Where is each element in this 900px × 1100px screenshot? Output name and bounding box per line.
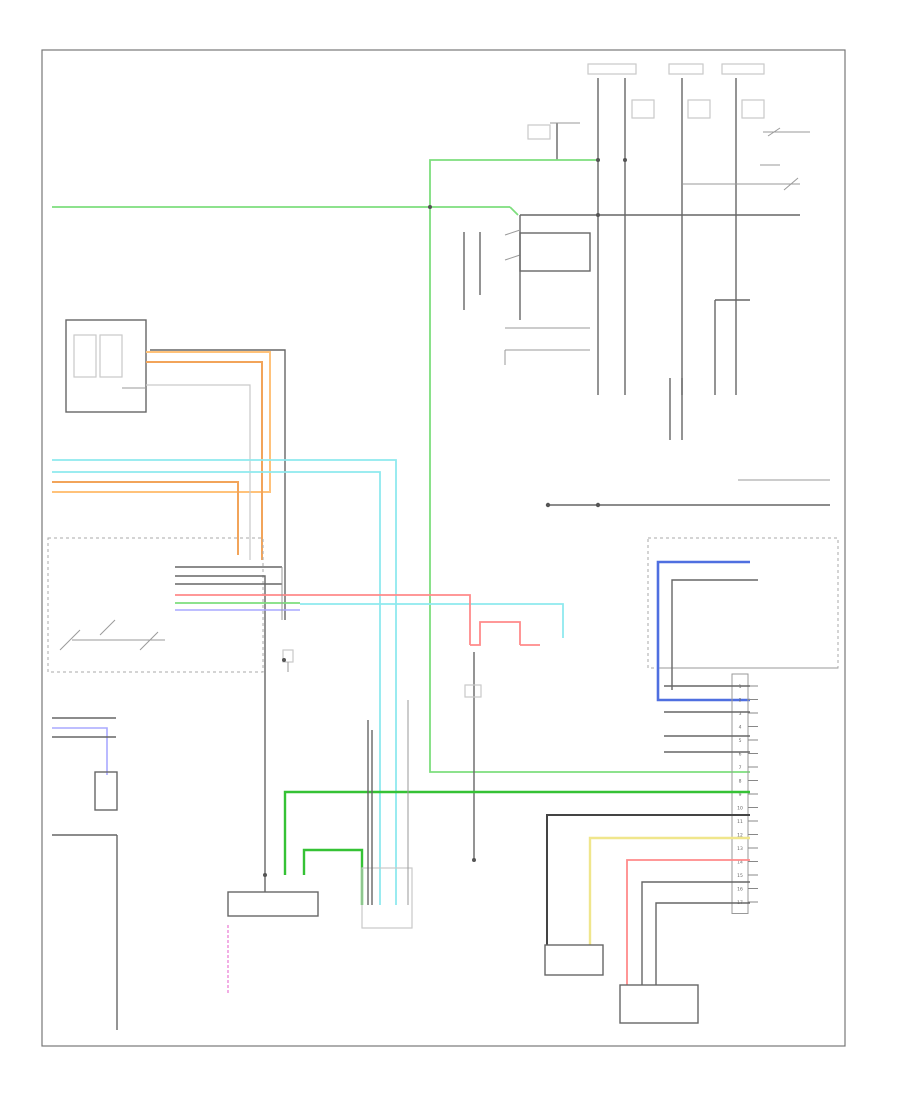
connector-pin-7: 7 (739, 765, 742, 771)
connector-pin-5: 5 (739, 738, 742, 744)
left-module-wires (175, 566, 471, 875)
center-ground-module (282, 649, 294, 672)
lower-connector-module (361, 700, 413, 929)
diagram-frame (41, 49, 846, 1047)
right-bus (504, 299, 830, 506)
connector-pin-15: 15 (737, 873, 743, 879)
cyan-wires (52, 459, 564, 905)
hot-at-all-times-feeds (587, 63, 765, 395)
connector-pin-10: 10 (737, 806, 743, 812)
connector-pin-14: 14 (737, 860, 743, 866)
connector-pin-3: 3 (739, 711, 742, 717)
connector-pin-13: 13 (737, 846, 743, 852)
connector-pin-4: 4 (739, 725, 742, 731)
mid-sensor (464, 621, 540, 860)
top-left-sensor-module (65, 319, 147, 413)
connector-pin-1: 1 (739, 684, 742, 690)
left-switch-module (47, 537, 264, 673)
connector-pin-6: 6 (739, 752, 742, 758)
green-wire-top (52, 159, 750, 773)
blue-wires (656, 560, 758, 702)
right-control-module (647, 537, 839, 669)
splice-dots (263, 158, 627, 877)
connector-pin-12: 12 (737, 833, 743, 839)
upper-relay-block (463, 122, 800, 320)
connector-pin-11: 11 (737, 819, 743, 825)
connector-pin-9: 9 (739, 792, 742, 798)
left-lower-sensor (52, 717, 118, 1030)
lower-mid-module (227, 875, 319, 995)
orange-wires (52, 349, 286, 620)
connector-pin-8: 8 (739, 779, 742, 785)
connector-pin-2: 2 (739, 698, 742, 704)
connector-feed-wires (283, 685, 750, 985)
connector-pin-16: 16 (737, 887, 743, 893)
top-right-switches (683, 127, 810, 191)
lower-right-module (544, 944, 699, 1024)
